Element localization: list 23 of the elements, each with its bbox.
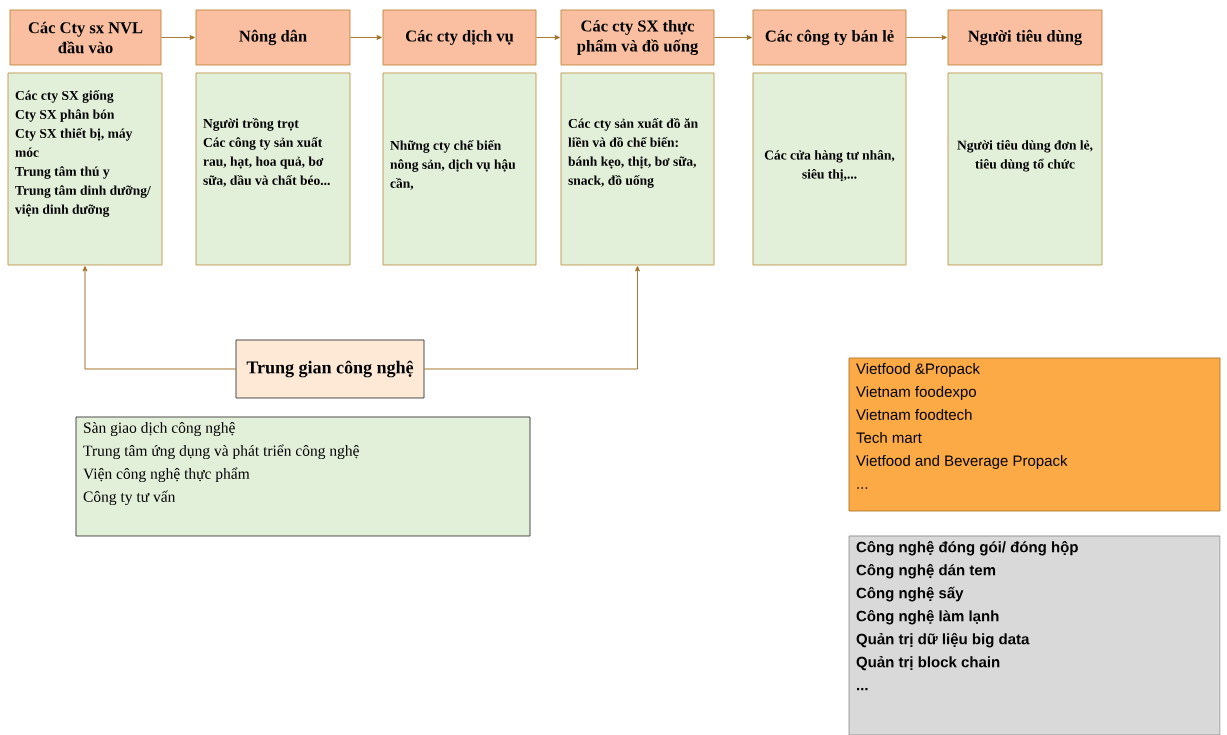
header-box: Các công ty bán lẻ — [752, 9, 907, 66]
list-box: Sàn giao dịch công nghệ Trung tâm ứng dụng và phát triển công nghệ Viện công nghệ thực phẩm Công ty tư vấn — [75, 416, 531, 537]
description-box: Các cty SX giống Cty SX phân bón Cty SX thiết bị, máy móc Trung tâm thú y Trung tâm dinh dưỡng/ viện dinh dưỡng — [7, 72, 163, 266]
header-box: Các cty SX thực phẩm và đồ uống — [560, 9, 715, 66]
arrow — [350, 35, 382, 40]
description-box: Người trồng trọt Các công ty sản xuất rau, hạt, hoa quả, bơ sữa, dầu và chất béo... — [195, 72, 351, 266]
description-box: Các cửa hàng tư nhân, siêu thị,... — [752, 72, 907, 266]
intermediary-box: Trung gian công nghệ — [235, 339, 425, 399]
arrow — [906, 35, 947, 40]
arrow — [424, 266, 640, 370]
list-box: Vietfood &Propack Vietnam foodexpo Vietnam foodtech Tech mart Vietfood and Beverage Propack ... — [848, 357, 1221, 512]
header-box: Các Cty sx NVL đầu vào — [9, 9, 162, 66]
arrow — [714, 35, 752, 40]
description-box: Các cty sản xuất đồ ăn liền và đồ chế biến: bánh kẹo, thịt, bơ sữa, snack, đồ uống — [560, 72, 715, 266]
header-box: Người tiêu dùng — [947, 9, 1103, 66]
arrow — [536, 35, 560, 40]
arrow — [82, 266, 236, 370]
description-box: Những cty chế biến nông sản, dịch vụ hậu cần, — [382, 72, 537, 266]
header-box: Nông dân — [195, 9, 351, 66]
header-box: Các cty dịch vụ — [382, 9, 537, 66]
arrow — [161, 35, 195, 40]
list-box: Công nghệ đóng gói/ đóng hộp Công nghệ dán tem Công nghệ sấy Công nghệ làm lạnh Quản trị dữ liệu big data Quản trị block chain ... — [848, 535, 1221, 735]
description-box: Người tiêu dùng đơn lẻ, tiêu dùng tổ chức — [947, 72, 1103, 266]
